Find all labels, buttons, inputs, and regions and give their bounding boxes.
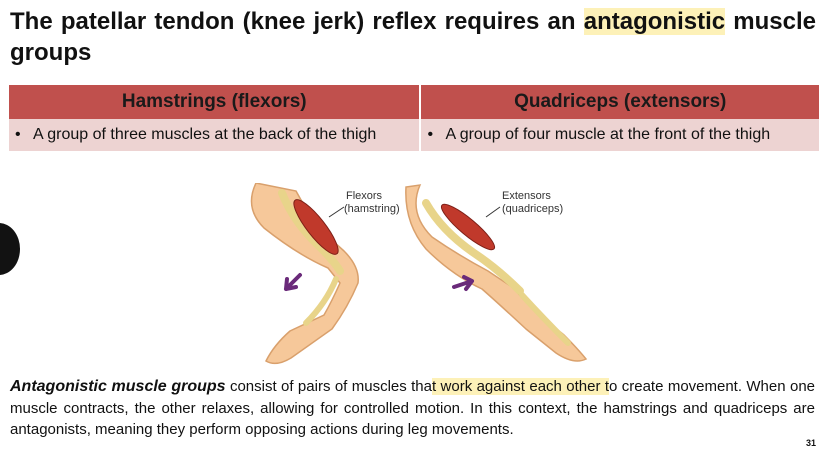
bullet-icon: • (15, 126, 21, 143)
laser-pointer-dot (0, 223, 20, 275)
header-quadriceps: Quadriceps (extensors) (420, 85, 819, 119)
paragraph-text-end: o create movement. When one muscle contr… (10, 378, 815, 438)
cell-hamstrings-text: A group of three muscles at the back of … (33, 126, 377, 143)
table-row: • A group of three muscles at the back of… (9, 119, 819, 151)
title-text: The patellar tendon (knee jerk) reflex r… (10, 8, 584, 35)
paragraph-lead: Antagonistic muscle groups (10, 378, 226, 395)
slide-title: The patellar tendon (knee jerk) reflex r… (10, 6, 816, 68)
cell-quadriceps-text: A group of four muscle at the front of t… (445, 126, 771, 143)
flexors-label: Flexors (346, 190, 383, 202)
flexors-sublabel: (hamstring) (344, 203, 400, 215)
table-header-row: Hamstrings (flexors) Quadriceps (extenso… (9, 85, 819, 119)
muscle-comparison-table: Hamstrings (flexors) Quadriceps (extenso… (9, 85, 819, 151)
leg-muscles-illustration: Flexors (hamstring) Extensors (quadricep… (250, 183, 588, 365)
extensors-label: Extensors (502, 190, 551, 202)
cell-hamstrings: • A group of three muscles at the back of… (9, 119, 422, 151)
extended-leg-drawing (405, 184, 588, 362)
cell-quadriceps: • A group of four muscle at the front of … (420, 119, 819, 151)
extensors-sublabel: (quadriceps) (502, 203, 563, 215)
paragraph-highlight: t work against each other t (431, 378, 610, 395)
header-hamstrings: Hamstrings (flexors) (9, 85, 422, 119)
explanation-paragraph: Antagonistic muscle groups consist of pa… (10, 376, 815, 441)
title-highlight: antagonistic (583, 8, 726, 35)
page-number: 31 (805, 438, 816, 448)
bullet-icon: • (427, 126, 434, 143)
flexed-leg-drawing (250, 183, 359, 365)
title-text-end: muscle groups (10, 8, 816, 66)
paragraph-text: consist of pairs of muscles tha (225, 378, 432, 395)
